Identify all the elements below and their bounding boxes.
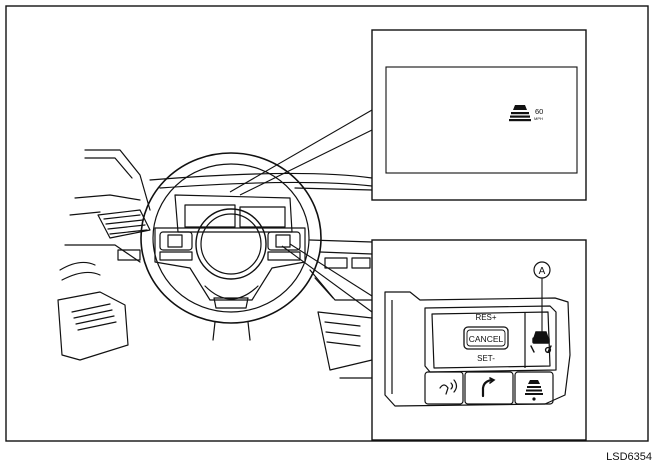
set-minus-label: SET- [477,354,495,363]
phone-icon [481,377,496,398]
callout-circle [533,261,551,279]
cancel-button-inner [466,329,506,347]
steering-assist-icon[interactable] [530,331,552,354]
display-inset: 60 MPH [371,29,587,201]
distance-button[interactable] [514,371,554,405]
cancel-button[interactable] [463,326,509,350]
leader-lines [229,109,373,313]
res-plus-label: RES+ [475,313,496,322]
phone-button[interactable] [464,371,514,405]
figure-code: LSD6354 [606,451,652,463]
figure-frame [5,5,649,442]
distance-icon [525,380,543,401]
cancel-label: CANCEL [469,334,504,344]
voice-recognition-icon [439,379,458,395]
set-speed-value: 60 [535,107,543,116]
vehicle-ahead-distance-icon [509,105,531,122]
set-speed-unit: MPH [534,116,543,121]
callout-letter: A [539,266,546,277]
voice-button[interactable] [424,371,464,405]
display-screen [385,66,578,174]
switch-inset: CANCEL RES+ SET- [371,239,587,441]
switch-housing [384,291,571,407]
dashboard-illustration [57,149,373,379]
